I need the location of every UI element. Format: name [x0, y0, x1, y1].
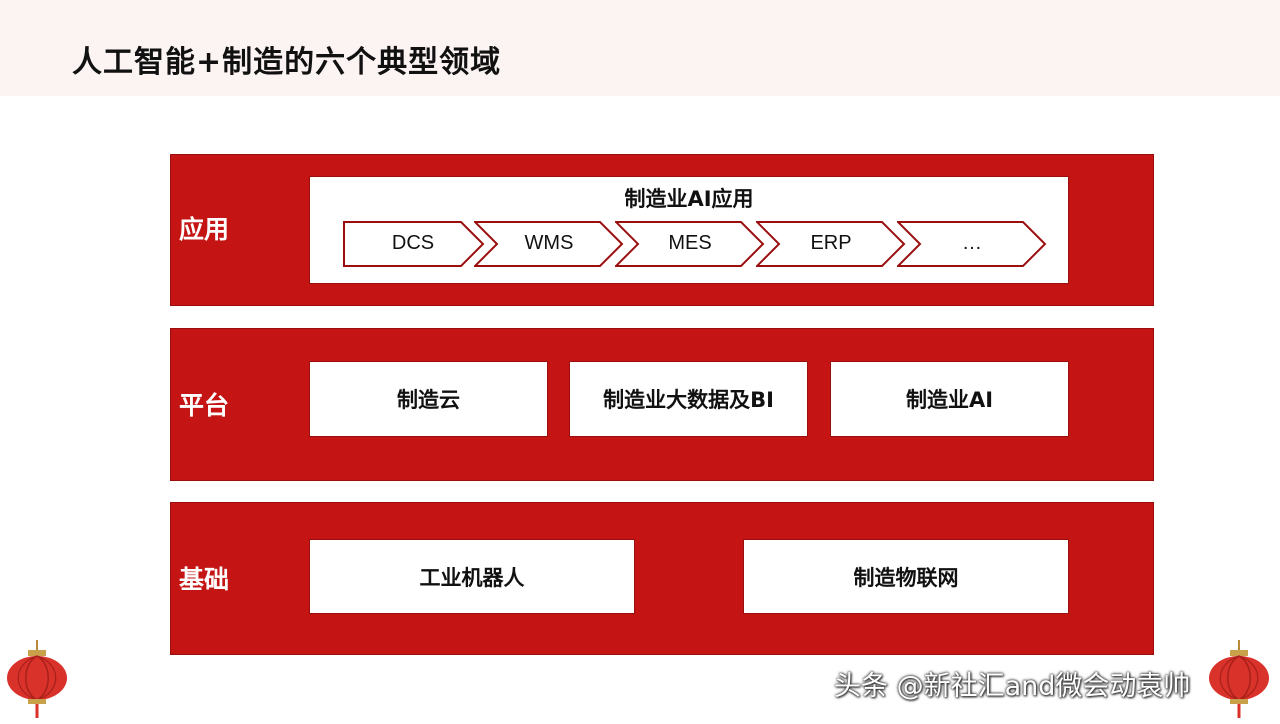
platform-box-ai: 制造业AI [830, 361, 1069, 437]
layer-label-application: 应用 [179, 215, 230, 244]
platform-box-cloud: 制造云 [309, 361, 548, 437]
lantern-icon [4, 640, 70, 724]
application-box: 制造业AI应用 DCS WMS MES ERP … [309, 176, 1069, 284]
application-box-title: 制造业AI应用 [624, 187, 754, 211]
foundation-box-iot: 制造物联网 [743, 539, 1069, 614]
chevron-wms: WMS [474, 221, 624, 267]
layer-application: 应用 制造业AI应用 DCS WMS MES ERP … [170, 154, 1154, 306]
watermark: 头条 @新社汇and微会动袁帅 [834, 671, 1191, 702]
chevron-erp: ERP [756, 221, 906, 267]
chevron-more: … [897, 221, 1047, 267]
foundation-box-robot: 工业机器人 [309, 539, 635, 614]
platform-box-bigdata: 制造业大数据及BI [569, 361, 808, 437]
page-title: 人工智能+制造的六个典型领域 [72, 45, 502, 80]
chevron-mes: MES [615, 221, 765, 267]
layer-label-foundation: 基础 [179, 565, 230, 594]
chevron-label-more: … [962, 231, 982, 254]
chevron-dcs: DCS [343, 221, 485, 267]
chevron-label-mes: MES [668, 231, 712, 254]
lantern-icon [1206, 640, 1272, 724]
layer-foundation: 基础 工业机器人 制造物联网 [170, 502, 1154, 655]
layer-platform: 平台 制造云 制造业大数据及BI 制造业AI [170, 328, 1154, 481]
layer-label-platform: 平台 [179, 391, 230, 420]
title-bar [0, 0, 1280, 96]
chevron-label-erp: ERP [810, 231, 852, 254]
chevron-label-wms: WMS [524, 231, 574, 254]
chevron-label-dcs: DCS [391, 231, 435, 254]
